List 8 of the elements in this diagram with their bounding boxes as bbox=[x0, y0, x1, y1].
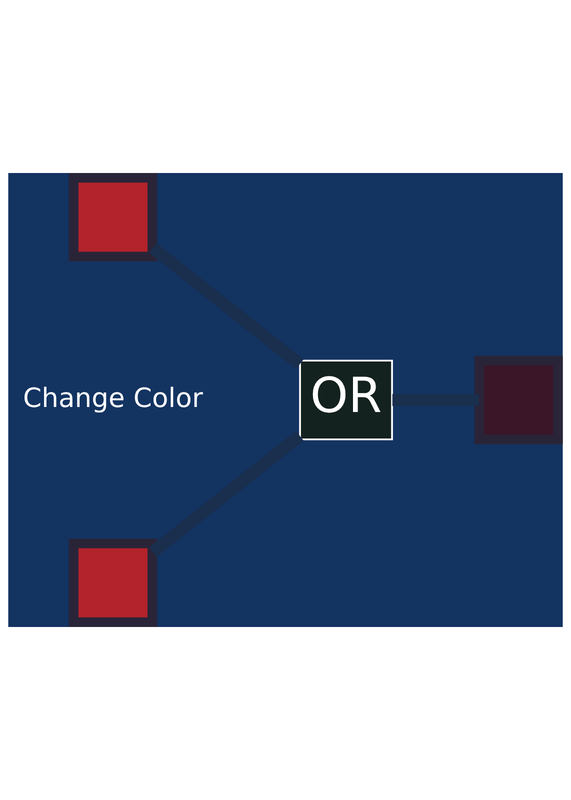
node-box: OR bbox=[299, 360, 393, 440]
label: Change Color bbox=[23, 382, 203, 414]
node-box bbox=[474, 356, 563, 444]
node-box bbox=[68, 538, 158, 627]
connector bbox=[149, 243, 304, 370]
connector bbox=[149, 430, 304, 557]
node-box bbox=[68, 173, 158, 262]
connector bbox=[392, 394, 479, 406]
